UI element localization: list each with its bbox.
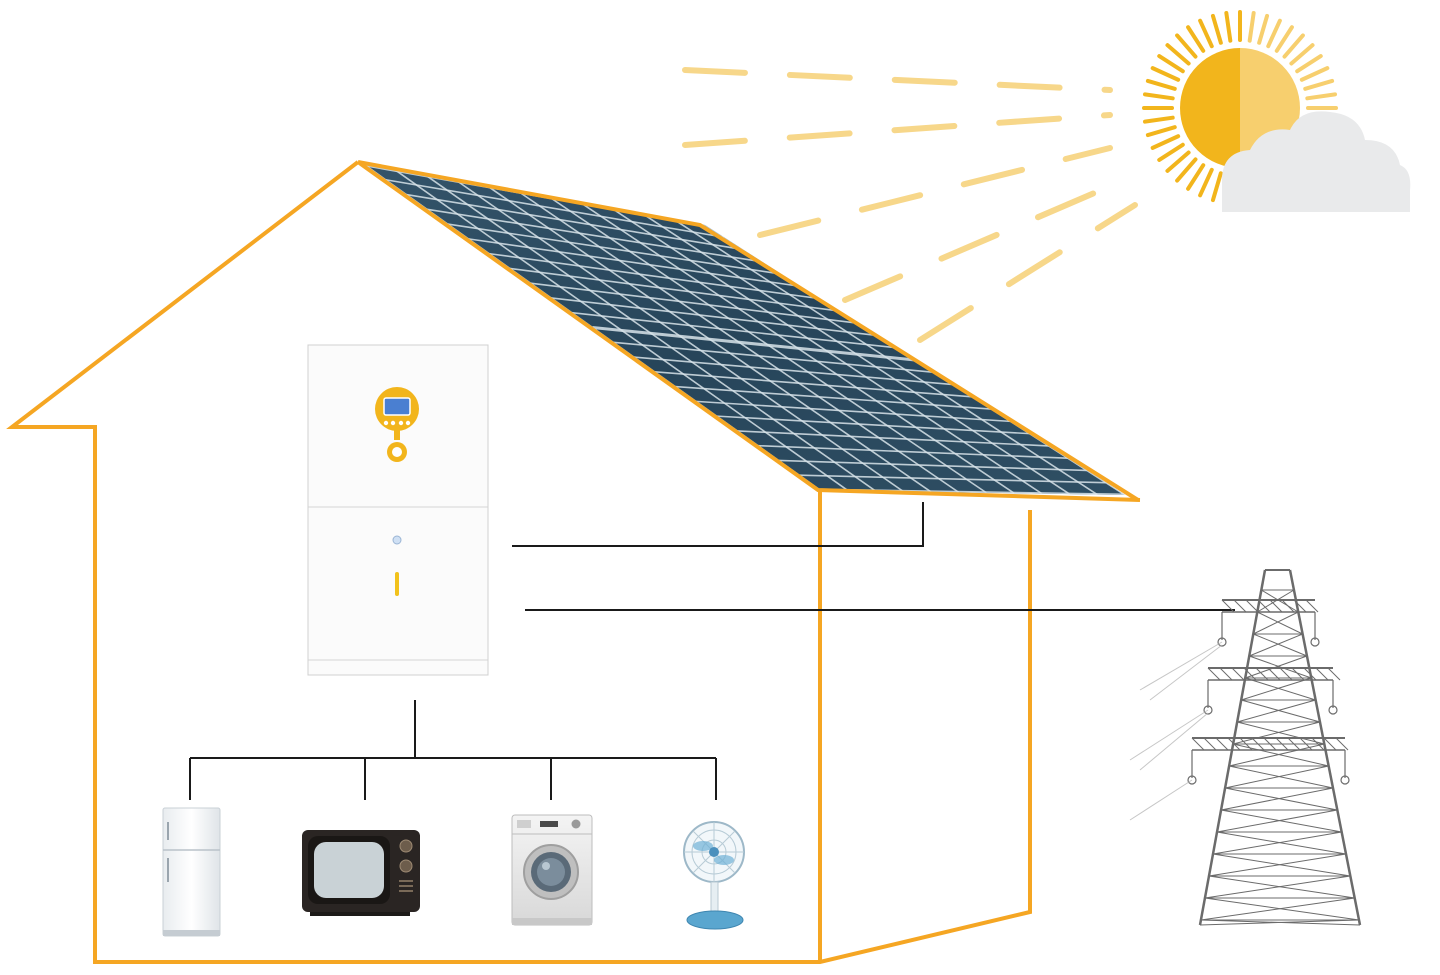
house-outline [6,160,1141,964]
wiring [189,502,1235,800]
washing-machine-icon [511,814,593,926]
electric-fan-icon [683,821,745,930]
hybrid-inverter-battery-icon [307,344,489,676]
television-icon [302,830,420,916]
pv-cable [512,502,924,547]
refrigerator-icon [162,807,221,937]
sun-rays [682,67,1138,343]
cloud-icon [1222,111,1411,212]
power-pylon-icon [1129,569,1362,926]
